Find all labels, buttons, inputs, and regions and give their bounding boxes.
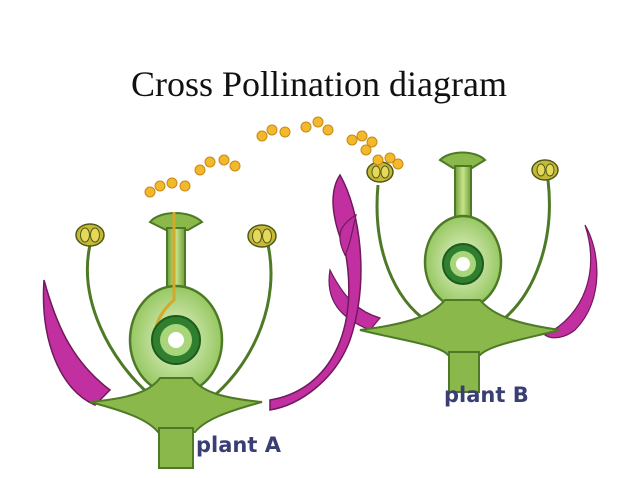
pollen-grain [154, 180, 166, 192]
pollen-grain [218, 154, 230, 166]
plant-a-filament-right [214, 244, 273, 397]
plant-b-stigma [438, 151, 487, 169]
plant-b-label: plant B [444, 383, 529, 407]
pollen-grain [392, 158, 404, 170]
pollen-grain [346, 134, 358, 146]
pollen-grain [366, 136, 378, 148]
pollen-grain [279, 126, 291, 138]
pollen-grain [372, 154, 384, 166]
pollen-grain [256, 130, 268, 142]
plant-a-stem [158, 427, 194, 469]
pollen-grain [266, 124, 278, 136]
pollen-grain [356, 130, 368, 142]
pollen-grain [384, 152, 396, 164]
plant-b-stem [448, 351, 480, 393]
pollen-grain [322, 124, 334, 136]
plant-b-filament-right [499, 179, 551, 324]
plant-a-filament-left [85, 244, 151, 397]
pollen-grain [360, 144, 372, 156]
pollen-grain [229, 160, 241, 172]
pollen-grains [144, 116, 404, 198]
plant-b-anther-right [531, 159, 559, 181]
plant-a-petal-right-tip [339, 213, 357, 257]
plant-a-receptacle [89, 377, 263, 433]
plant-a-anther-left [75, 223, 105, 247]
plant-a-stigma [148, 212, 204, 231]
plant-a-ovule [151, 315, 201, 365]
pollen-grain [144, 186, 156, 198]
slide-title: Cross Pollination diagram [131, 64, 507, 104]
plant-a-style [166, 227, 186, 289]
plant-b-filament-left [375, 184, 429, 324]
pollen-grain [166, 177, 178, 189]
plant-b-receptacle [359, 299, 561, 356]
plant-a: plant A [42, 173, 362, 469]
plant-a-label: plant A [196, 433, 282, 457]
plant-b-style [454, 165, 472, 219]
pollen-grain [179, 180, 191, 192]
plant-b: plant B [328, 151, 598, 407]
plant-b-ovule [442, 243, 484, 285]
pollen-grain [312, 116, 324, 128]
pollen-grain [194, 164, 206, 176]
plant-a-petal-right [269, 173, 362, 411]
pollen-grain [204, 156, 216, 168]
pollen-grain [300, 121, 312, 133]
plant-a-petal-left [42, 279, 112, 406]
plant-b-anther-left [366, 161, 394, 183]
plant-b-petal-right [543, 224, 598, 339]
plant-a-anther-right [247, 224, 277, 248]
